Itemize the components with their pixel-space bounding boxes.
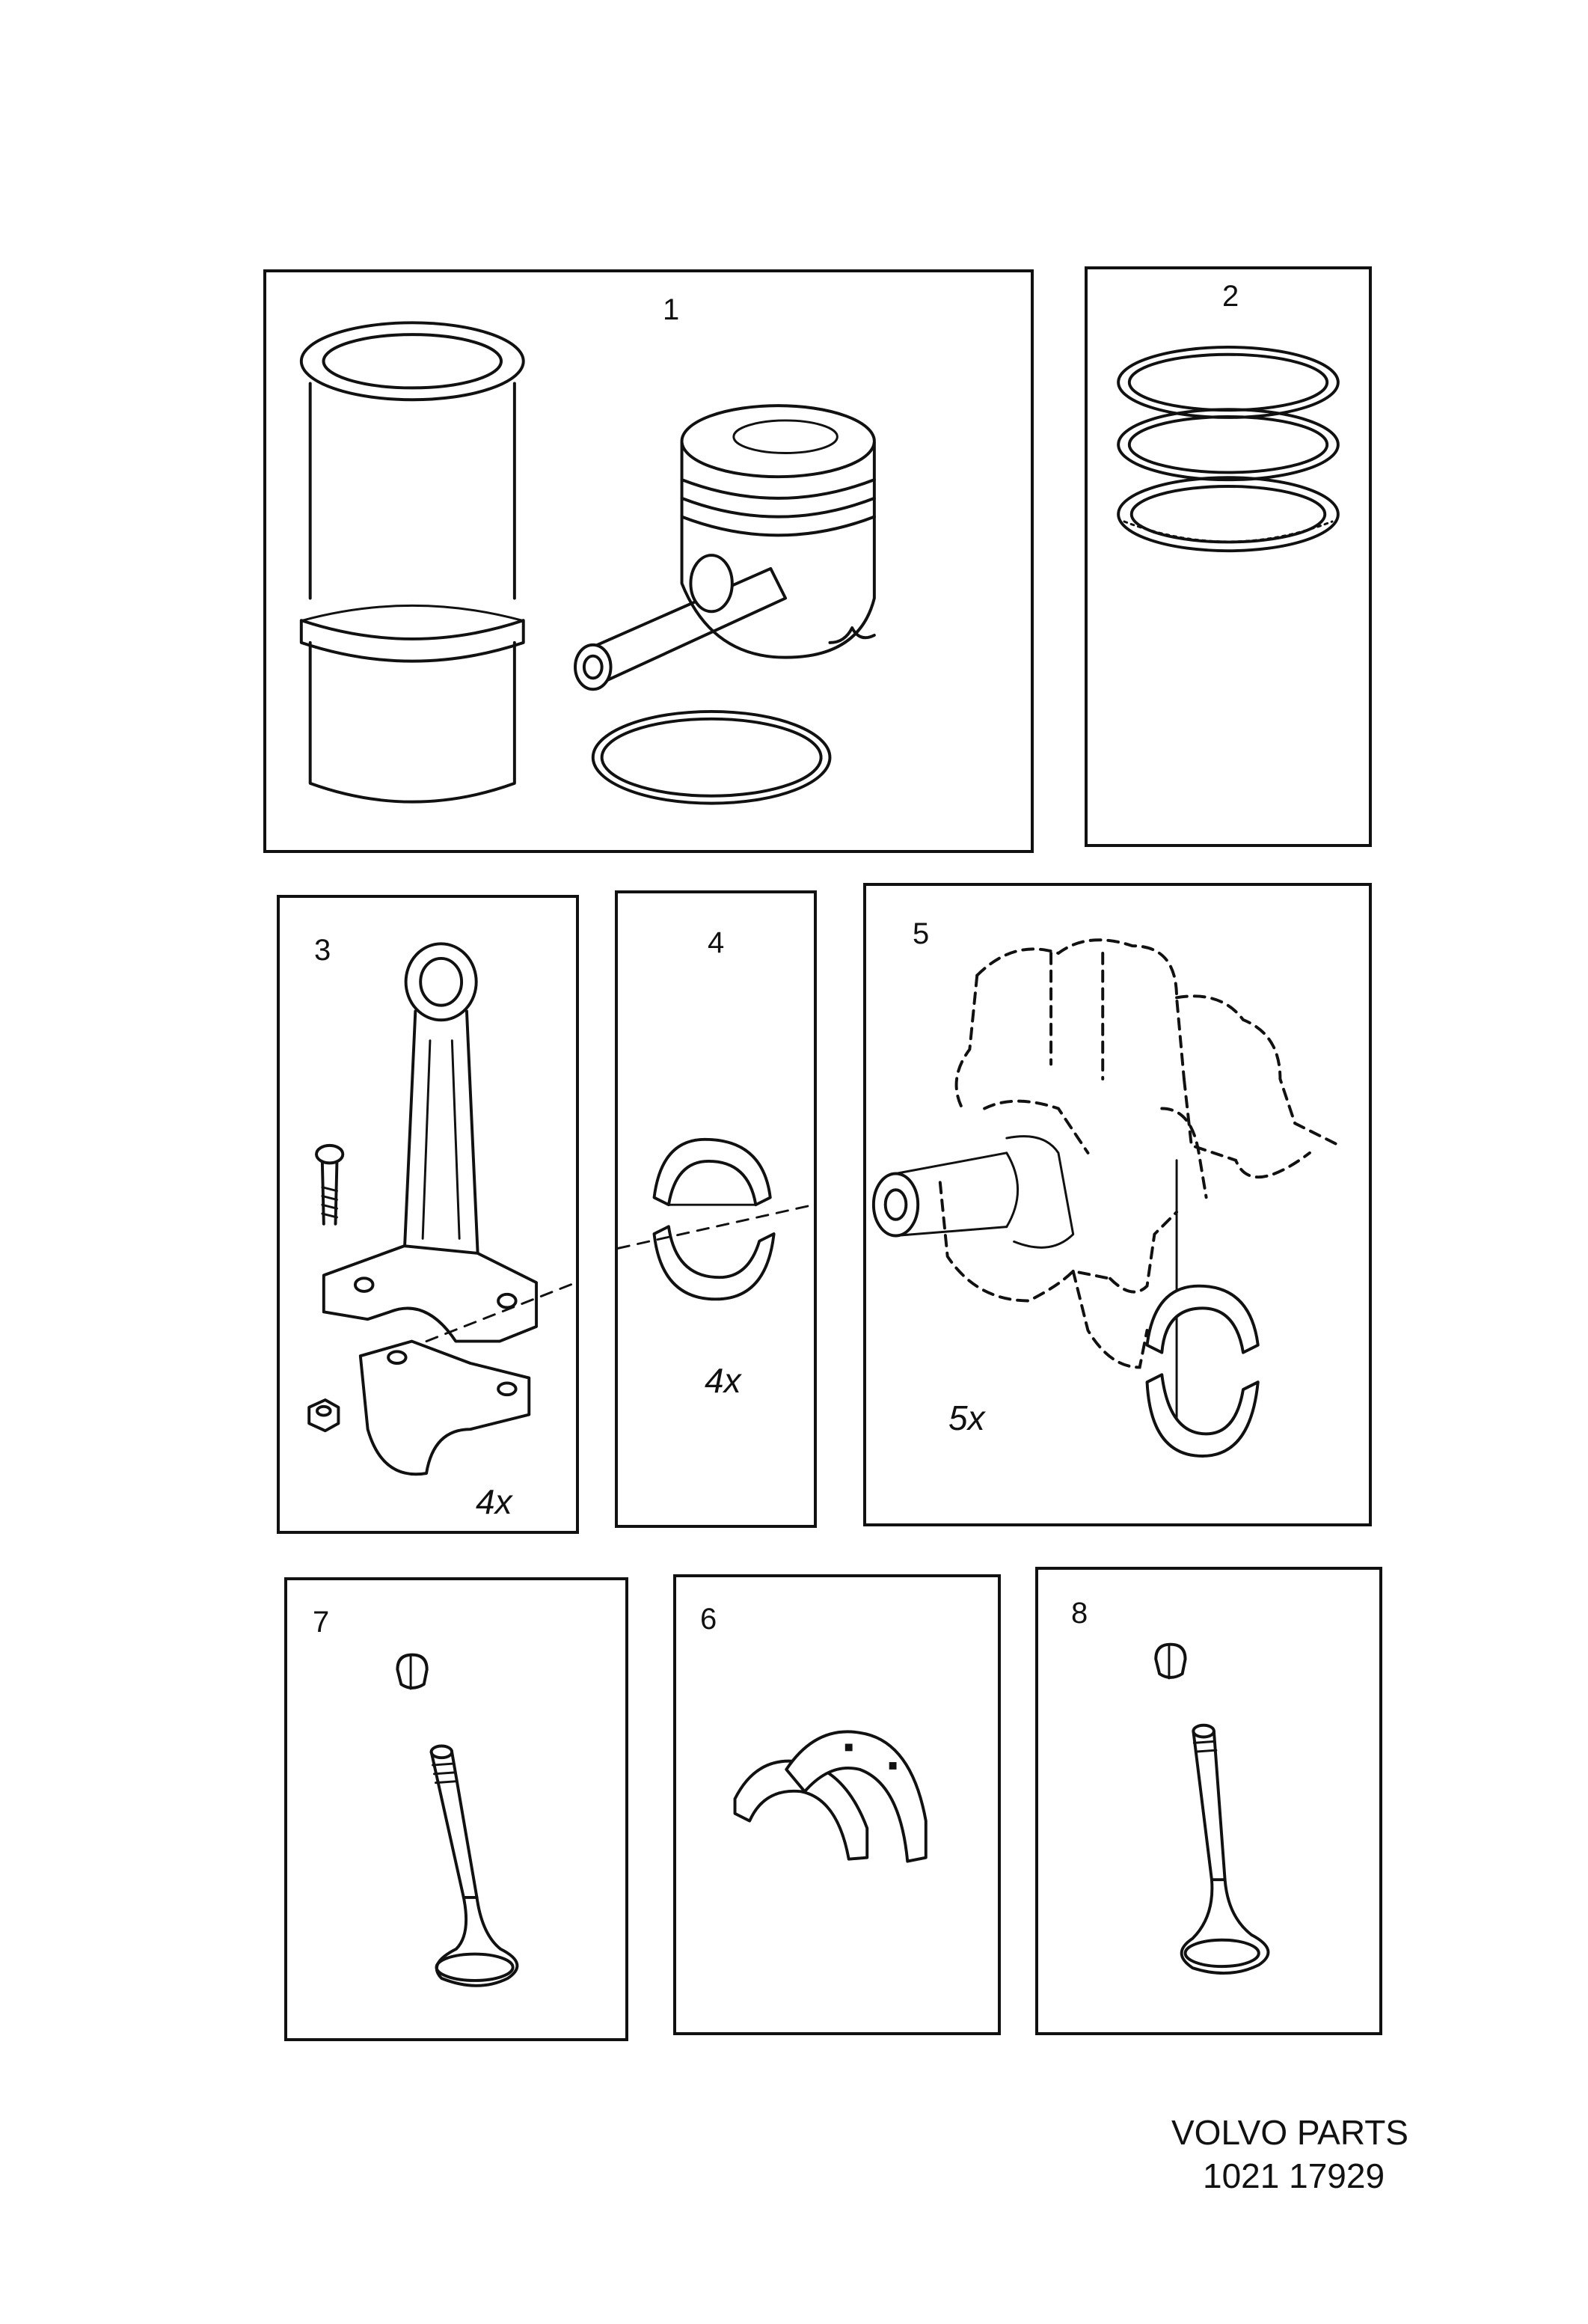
rod-bolt-drawing (315, 1143, 345, 1226)
panel-5-number: 5 (913, 917, 930, 950)
piston-drawing (680, 404, 876, 659)
rod-nut-drawing (307, 1398, 340, 1433)
intake-valve-illustration (396, 1653, 519, 1987)
bearing-upper-shell-drawing (652, 1137, 772, 1207)
panel-1-number: 1 (663, 293, 680, 326)
thrust-washer-illustration (733, 1730, 928, 1863)
valve-stem-drawing-8 (1192, 1723, 1227, 1882)
panel-3-connecting-rod: 3 4x (277, 895, 579, 1534)
footer-code: 1021 17929 (1203, 2156, 1385, 2195)
panel-4-big-end-bearing: 4 4x (615, 890, 817, 1528)
thrust-washer-front-drawing (733, 1759, 869, 1861)
bearing-lower-shell-drawing (652, 1225, 776, 1301)
valve-stem-drawing (429, 1744, 479, 1899)
panel-6-number: 6 (700, 1603, 717, 1636)
panel-3-quantity: 4x (476, 1482, 512, 1521)
footer-brand: VOLVO PARTS (1171, 2113, 1408, 2152)
panel-2-number: 2 (1222, 280, 1239, 313)
panel-2-piston-rings: 2 (1085, 266, 1372, 847)
panel-6-thrust-washer: 6 (673, 1574, 1001, 2035)
oil-ring-drawing (1117, 476, 1340, 553)
panel-5-main-bearing: 5 5x (863, 883, 1372, 1526)
main-bearing-lower-shell-drawing (1145, 1373, 1260, 1458)
main-bearing-upper-shell-drawing (1145, 1284, 1260, 1354)
seal-ring-drawing (591, 709, 832, 805)
panel-7-intake-valve: 7 (284, 1577, 628, 2041)
ring-top-drawing (1117, 346, 1340, 419)
rod-body-drawing (322, 942, 539, 1343)
piston-pin-drawing (574, 566, 788, 691)
valve-keeper-drawing-8 (1154, 1642, 1187, 1680)
big-end-bearing-illustration (618, 1137, 814, 1301)
valve-keeper-drawing (396, 1653, 429, 1690)
valve-head-drawing-8 (1180, 1878, 1270, 1975)
panel-7-number: 7 (313, 1606, 330, 1639)
thrust-washer-rear-drawing (785, 1730, 928, 1863)
ring-middle-drawing (1117, 408, 1340, 482)
panel-8-exhaust-valve: 8 (1035, 1567, 1382, 2035)
exhaust-valve-illustration (1154, 1642, 1270, 1975)
liner-kit-illustration (299, 321, 876, 805)
footer-caption: VOLVO PARTS 1021 17929 (1171, 2112, 1408, 2198)
crankshaft-illustration (871, 938, 1341, 1458)
panel-3-number: 3 (314, 934, 331, 967)
crankshaft-outline-drawing (938, 938, 1341, 1369)
panel-8-number: 8 (1071, 1597, 1088, 1630)
connecting-rod-illustration (307, 942, 576, 1476)
rod-cap-drawing (358, 1339, 531, 1476)
panel-1-liner-kit: 1 (263, 269, 1034, 853)
cylinder-liner-drawing (299, 321, 525, 804)
crankshaft-nose-drawing (871, 1135, 1075, 1249)
panel-5-quantity: 5x (948, 1398, 985, 1437)
piston-rings-illustration (1117, 346, 1340, 553)
panel-4-number: 4 (708, 926, 725, 959)
panel-4-quantity: 4x (705, 1361, 741, 1400)
valve-head-drawing (435, 1895, 519, 1987)
